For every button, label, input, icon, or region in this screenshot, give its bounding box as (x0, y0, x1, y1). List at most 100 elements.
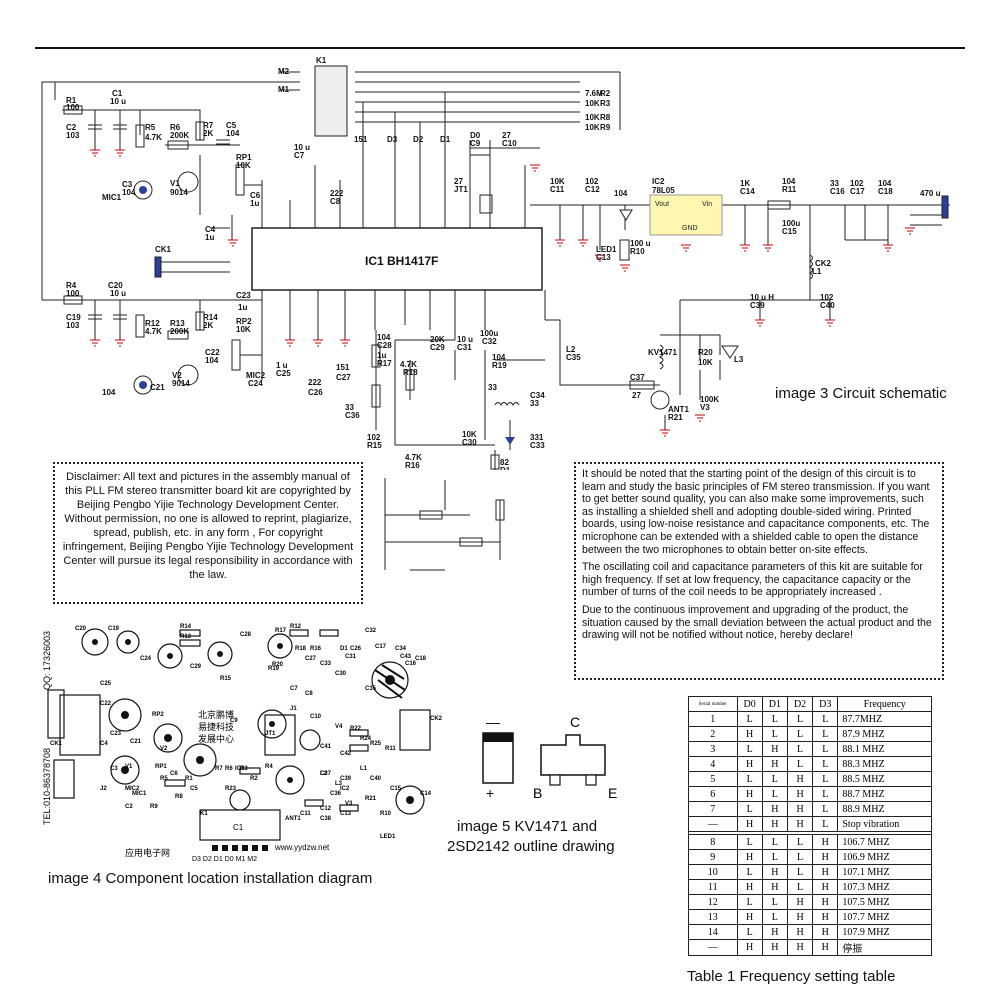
schematic-label: C17 (850, 187, 865, 196)
schematic-label: L1 (812, 267, 822, 276)
pcb-component-label: C20 (75, 626, 87, 632)
pcb-component-label: C41 (320, 744, 332, 750)
pcb-component-label: C4 (100, 741, 108, 747)
pcb-component-label: C18 (415, 656, 427, 662)
pcb-component-label: C29 (190, 664, 202, 670)
schematic-label: R6 (170, 123, 181, 132)
pcb-component-label: ANT1 (285, 816, 301, 822)
schematic-label: R3 (600, 99, 611, 108)
pcb-component-label: CK1 (50, 741, 63, 747)
schematic-label: ANT1 (668, 405, 689, 414)
table-header-row: Serial number D0 D1 D2 D3 Frequency (688, 696, 932, 712)
table-cell: 8 (688, 834, 738, 850)
schematic-label: D1 (440, 135, 451, 144)
pcb-layout: QQ: 17326003 TEL:010-86378708 北京鹏博 易捷科技 … (42, 624, 443, 863)
schematic-label: R4 (66, 281, 77, 290)
pcb-component-label: R15 (220, 676, 232, 682)
schematic-label: RP1 (236, 153, 252, 162)
schematic-label: 104 (226, 129, 240, 138)
schematic-label: C21 (150, 383, 165, 392)
pcb-component-label: K1 (200, 811, 208, 817)
pcb-component-label: R17 (275, 628, 287, 634)
schematic-label: 4.7K (145, 133, 162, 142)
table-cell: 106.7 MHZ (837, 834, 932, 850)
table-cell: 10 (688, 864, 738, 880)
table-cell: L (812, 771, 839, 787)
pcb-component-label: C16 (405, 661, 417, 667)
schematic-label: 10K (236, 161, 251, 170)
schematic-label: 10K (236, 325, 251, 334)
pcb-component-label: V1 (125, 764, 133, 770)
pcb-component-label: L1 (360, 766, 368, 772)
pcb-component-label: C5 (190, 786, 198, 792)
table-cell: 88.9 MHZ (837, 801, 932, 817)
schematic-label: 102 (367, 433, 381, 442)
pcb-qq-text: QQ: 17326003 (42, 631, 52, 690)
schematic-label: R17 (377, 359, 392, 368)
table-cell: H (736, 816, 763, 832)
table-cell: H (761, 816, 788, 832)
col-header: D1 (761, 696, 788, 712)
schematic-label: 1u (238, 303, 247, 312)
pcb-component-label: D1 (340, 646, 348, 652)
pcb-component-label: MIC2 (125, 786, 140, 792)
table-cell: H (786, 801, 814, 817)
kv1471-band (483, 733, 513, 742)
pcb-component-label: R6 (225, 766, 233, 772)
schematic-label: R1 (66, 96, 77, 105)
schematic-label: 33 (530, 399, 539, 408)
table-cell: 11 (688, 879, 738, 895)
schematic-label: 151 (336, 363, 350, 372)
table-cell: L (736, 864, 763, 880)
schematic-label: 104 (122, 188, 136, 197)
table-cell: H (812, 894, 839, 910)
table-cell: 停振 (837, 939, 932, 956)
schematic-label: R21 (668, 413, 683, 422)
table-cell: H (761, 864, 788, 880)
schematic-label: 10K (462, 430, 477, 439)
pcb-component-label: C26 (350, 646, 362, 652)
schematic-label: 104 (102, 388, 116, 397)
schematic-label: 104 (614, 189, 628, 198)
pcb-component-label: R14 (180, 624, 192, 630)
schematic-label: C23 (236, 291, 251, 300)
pcb-component-label: C42 (340, 751, 352, 757)
schematic-caption: image 3 Circuit schematic (775, 385, 947, 402)
schematic-label: 2K (203, 321, 213, 330)
pcb-component-label: C12 (320, 806, 332, 812)
schematic-label: 222 (308, 378, 322, 387)
table-cell: — (688, 816, 738, 832)
schematic-label: 100 u (630, 239, 651, 248)
pcb-component-label: L3 (335, 781, 343, 787)
table-cell: H (786, 786, 814, 802)
schematic-label: 100 (66, 289, 80, 298)
schematic-label: 10 u (457, 335, 473, 344)
table-cell: H (761, 801, 788, 817)
table-cell: 4 (688, 756, 738, 772)
schematic-label: 10 u H (750, 293, 774, 302)
schematic-label: 200K (170, 327, 189, 336)
schematic-label: 104 (492, 353, 506, 362)
table-caption: Table 1 Frequency setting table (687, 968, 896, 985)
pcb-component-label: C23 (110, 731, 122, 737)
ic2-label: IC2 (652, 177, 665, 186)
schematic-label: 10K (585, 113, 600, 122)
table-cell: 2 (688, 726, 738, 742)
schematic-label: 27 (502, 131, 511, 140)
table-cell: 5 (688, 771, 738, 787)
schematic-label: 104 (205, 356, 219, 365)
schematic-label: R11 (782, 185, 797, 194)
table-cell: H (761, 924, 788, 940)
note-paragraph: It should be noted that the starting poi… (582, 468, 930, 556)
table-cell: H (812, 879, 839, 895)
mic2-icon (139, 381, 147, 389)
ic2-vin: Vin (702, 201, 712, 208)
schematic-label: D1 (500, 466, 511, 470)
pcb-component-label: RP2 (152, 712, 164, 718)
table-cell: L (761, 894, 788, 910)
pcb-component-label: R1 (185, 776, 193, 782)
